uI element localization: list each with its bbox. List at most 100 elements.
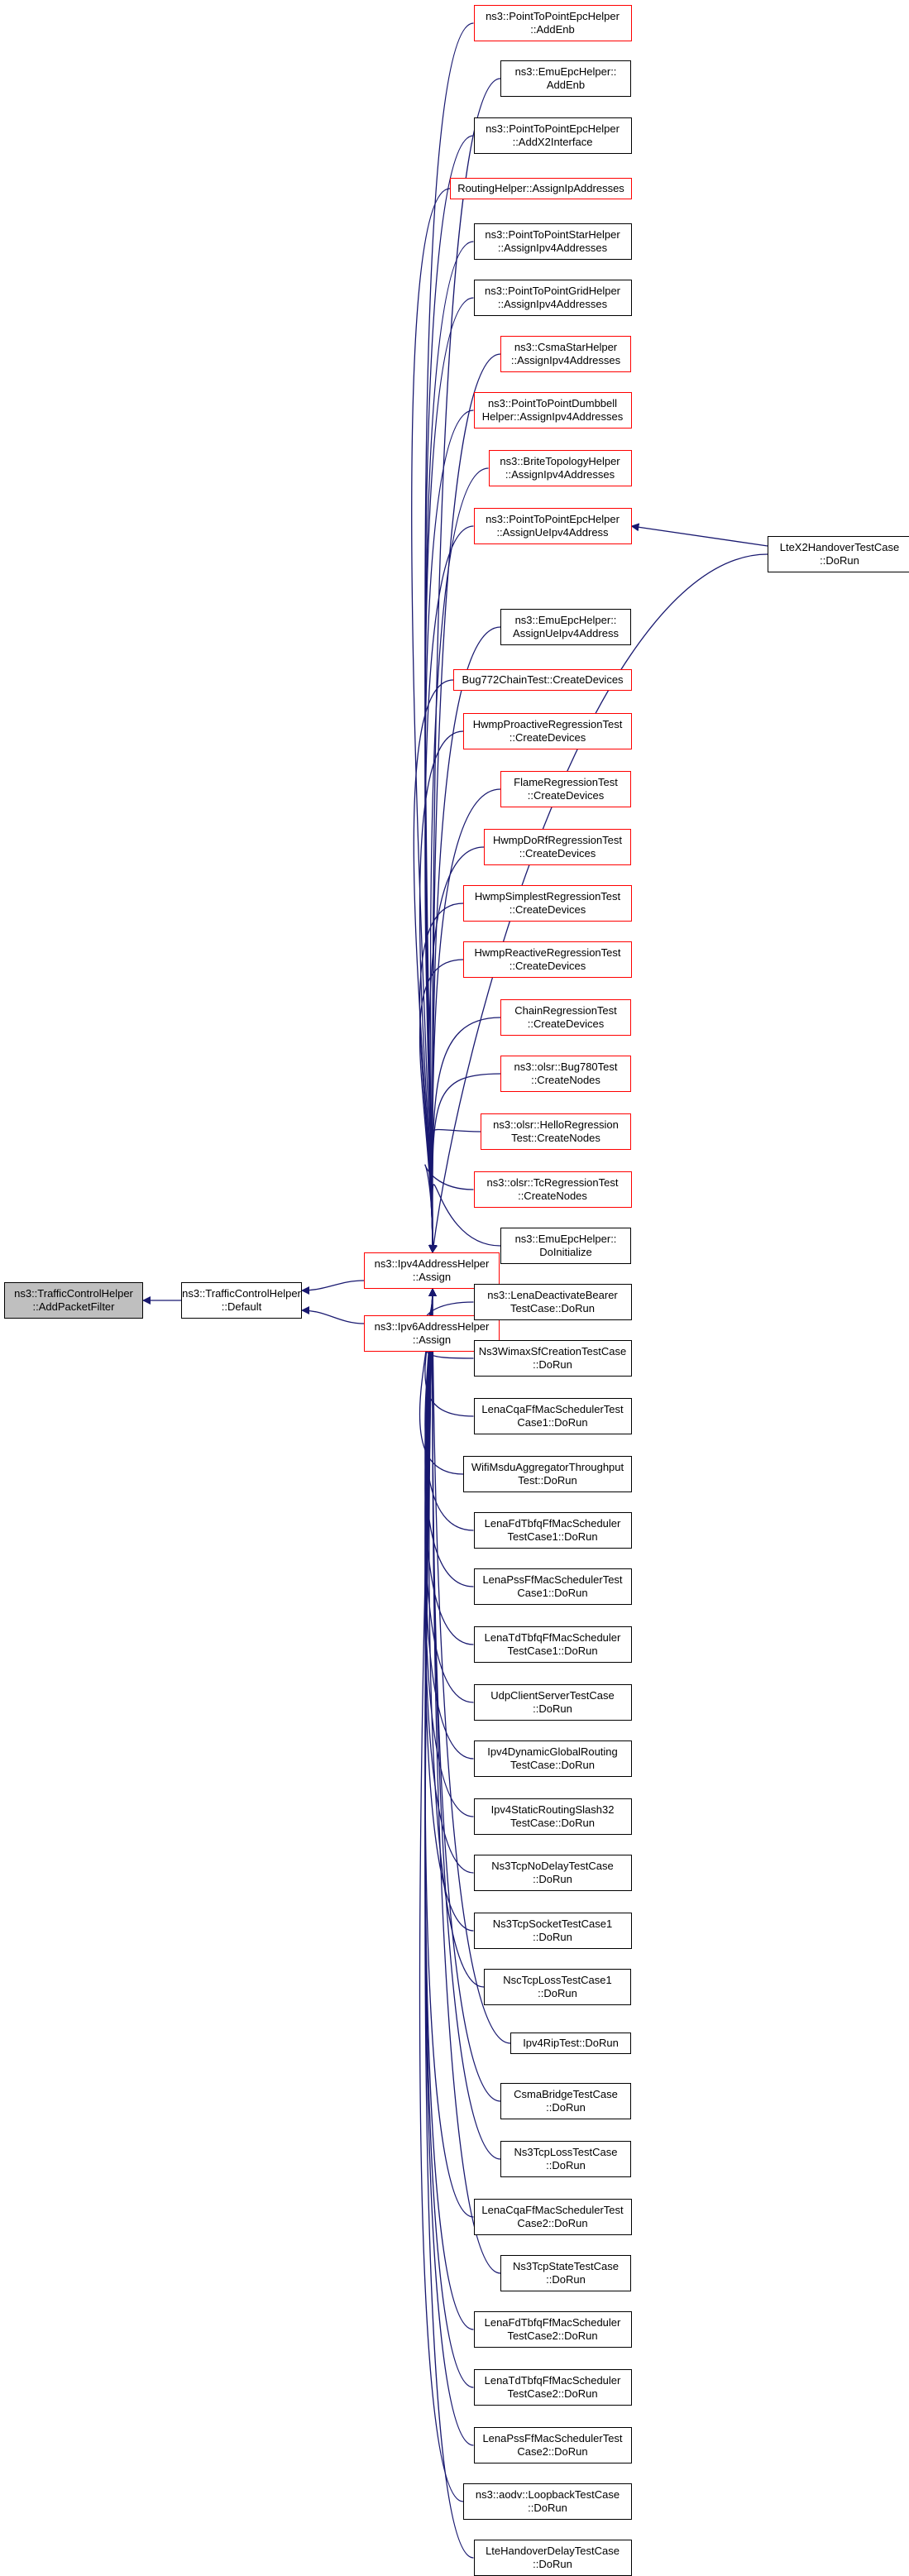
node-label-line: DoInitialize [539, 1246, 592, 1258]
node-label-line: ::Assign [412, 1271, 452, 1283]
node-hwmpsimplestregressiontest-createdevices[interactable]: HwmpSimplestRegressionTest::CreateDevice… [463, 885, 632, 922]
node-label-line: ::Assign [412, 1333, 452, 1346]
node-label-line: AssignUeIpv4Address [513, 627, 619, 639]
node-label-line: Test::DoRun [518, 1474, 577, 1487]
node-label-line: ::DoRun [533, 1873, 572, 1885]
node-label-line: Ipv4StaticRoutingSlash32 [490, 1803, 615, 1816]
node-label-line: ns3::TrafficControlHelper [14, 1287, 133, 1300]
node-label-line: ::DoRun [533, 1931, 572, 1943]
node-label-line: ns3::olsr::Bug780Test [514, 1061, 618, 1073]
node-label-line: Test::CreateNodes [511, 1132, 600, 1144]
node-ns3tcpnodelaytestcase-dorun: Ns3TcpNoDelayTestCase::DoRun [473, 1855, 632, 1891]
node-label-line: LenaFdTbfqFfMacScheduler [484, 1517, 621, 1530]
node-label-line: HwmpDoRfRegressionTest [492, 834, 623, 846]
node-label-line: ::AssignIpv4Addresses [497, 298, 608, 310]
node-label-line: LenaCqaFfMacSchedulerTest [481, 1403, 624, 1415]
node-chainregressiontest-createdevices[interactable]: ChainRegressionTest::CreateDevices [500, 999, 631, 1036]
node-label-line: ::DoRun [546, 2101, 586, 2114]
node-label-line: ::DoRun [820, 554, 859, 567]
node-ns3-pointtopointepchelper-addx2interface: ns3::PointToPointEpcHelper::AddX2Interfa… [473, 117, 632, 154]
node-label-line: ns3::Ipv6AddressHelper [374, 1320, 490, 1333]
node-label-line: ns3::LenaDeactivateBearer [487, 1289, 618, 1301]
node-bug772chaintest-createdevices[interactable]: Bug772ChainTest::CreateDevices [453, 669, 632, 691]
node-ns3-olsr-bug780test-createnodes[interactable]: ns3::olsr::Bug780Test::CreateNodes [500, 1056, 631, 1092]
edge-caller-to-ipv4assign [419, 1288, 464, 2502]
node-label-line: ns3::PointToPointStarHelper [485, 228, 620, 241]
node-label-line: RoutingHelper::AssignIpAddresses [457, 182, 624, 194]
node-label-line: ns3::aodv::LoopbackTestCase [475, 2488, 620, 2501]
node-ns3tcplosstestcase-dorun: Ns3TcpLossTestCase::DoRun [500, 2141, 631, 2177]
edge-caller-to-ipv4assign [428, 467, 489, 1253]
node-hwmpproactiveregressiontest-createdevices[interactable]: HwmpProactiveRegressionTest::CreateDevic… [463, 713, 632, 749]
node-label-line: CsmaBridgeTestCase [514, 2088, 618, 2100]
node-label-line: TestCase1::DoRun [507, 1645, 598, 1657]
node-hwmpdorfregressiontest-createdevices[interactable]: HwmpDoRfRegressionTest::CreateDevices [484, 829, 631, 865]
node-label-line: ::AddEnb [530, 23, 575, 36]
edge-caller-to-ipv4assign [428, 1288, 501, 2274]
edge-caller-to-ipv4assign [428, 846, 485, 1253]
node-label-line: AddEnb [546, 79, 586, 91]
node-ipv4riptest-dorun: Ipv4RipTest::DoRun [510, 2033, 631, 2054]
node-label-line: ::CreateNodes [531, 1074, 600, 1086]
node-label-line: LenaTdTbfqFfMacScheduler [484, 2374, 621, 2387]
node-label-line: TestCase1::DoRun [507, 1530, 598, 1543]
node-ns3-britetopologyhelper-assignipv4addresses[interactable]: ns3::BriteTopologyHelper::AssignIpv4Addr… [488, 450, 632, 486]
node-label-line: Case2::DoRun [517, 2217, 588, 2229]
node-ns3-pointtopointepchelper-addenb[interactable]: ns3::PointToPointEpcHelper::AddEnb [473, 5, 632, 41]
node-label-line: ns3::olsr::HelloRegression [493, 1118, 619, 1131]
node-label-line: HwmpProactiveRegressionTest [472, 718, 623, 730]
edge-caller-to-ipv4assign [428, 1184, 501, 1253]
node-label-line: ns3::EmuEpcHelper:: [514, 65, 617, 78]
node-ns3-aodv-loopbacktestcase-dorun: ns3::aodv::LoopbackTestCase::DoRun [463, 2483, 632, 2520]
node-ns3-pointtopointgridhelper-assignipv4addresses: ns3::PointToPointGridHelper::AssignIpv4A… [473, 280, 632, 316]
node-ipv4-assign[interactable]: ns3::Ipv4AddressHelper::Assign [364, 1252, 500, 1289]
node-label-line: HwmpSimplestRegressionTest [474, 890, 621, 903]
node-label-line: LteHandoverDelayTestCase [486, 2545, 620, 2557]
node-label-line: LenaCqaFfMacSchedulerTest [481, 2204, 624, 2216]
node-label-line: TestCase2::DoRun [507, 2329, 598, 2342]
node-label-line: Case1::DoRun [517, 1587, 588, 1599]
node-ns3-pointtopointepchelper-assignueipv4address[interactable]: ns3::PointToPointEpcHelper::AssignUeIpv4… [473, 508, 632, 544]
node-ns3-csmastarhelper-assignipv4addresses[interactable]: ns3::CsmaStarHelper::AssignIpv4Addresses [500, 336, 631, 372]
node-label-line: ns3::Ipv4AddressHelper [374, 1257, 490, 1270]
edge-ipv6assign-to-default [301, 1306, 365, 1324]
node-label-line: Bug772ChainTest::CreateDevices [462, 673, 624, 686]
edge-x2handover-to-assignueipv4address [630, 523, 768, 547]
edge-caller-to-ipv4assign [428, 1288, 511, 2044]
node-label-line: Ipv4RipTest::DoRun [523, 2037, 619, 2049]
node-label-line: ns3::TrafficControlHelper [182, 1287, 301, 1300]
node-ltehandoverdelaytestcase-dorun: LteHandoverDelayTestCase::DoRun [473, 2540, 632, 2576]
node-tch-default: ns3::TrafficControlHelper::Default [181, 1282, 302, 1319]
node-label-line: ns3::EmuEpcHelper:: [514, 1233, 617, 1245]
node-label-line: Ns3TcpStateTestCase [513, 2260, 619, 2272]
node-hwmpreactiveregressiontest-createdevices[interactable]: HwmpReactiveRegressionTest::CreateDevice… [463, 941, 632, 978]
node-flameregressiontest-createdevices[interactable]: FlameRegressionTest::CreateDevices [500, 771, 631, 807]
node-label-line: ::CreateDevices [519, 847, 596, 859]
node-lte-x2-handover: LteX2HandoverTestCase::DoRun [768, 536, 909, 572]
node-ns3-pointtopointstarhelper-assignipv4addresses: ns3::PointToPointStarHelper::AssignIpv4A… [473, 223, 632, 260]
node-label-line: TestCase::DoRun [510, 1302, 595, 1314]
edge-caller-to-ipv4assign [424, 1288, 474, 2559]
node-routinghelper-assignipaddresses[interactable]: RoutingHelper::AssignIpAddresses [450, 178, 632, 199]
node-label-line: ChainRegressionTest [514, 1004, 617, 1017]
node-ns3-olsr-tcregressiontest-createnodes[interactable]: ns3::olsr::TcRegressionTest::CreateNodes [473, 1171, 632, 1208]
node-label-line: ::DoRun [533, 2558, 572, 2570]
node-ns3-emuepchelper-doinitialize: ns3::EmuEpcHelper::DoInitialize [500, 1228, 631, 1264]
node-label-line: ::AssignIpv4Addresses [510, 354, 621, 366]
node-ns3tcpsockettestcase1-dorun: Ns3TcpSocketTestCase1::DoRun [473, 1913, 632, 1949]
edge-caller-to-ipv4assign [424, 1164, 474, 1253]
node-label-line: Ns3WimaxSfCreationTestCase [478, 1345, 627, 1357]
node-label-line: Ns3TcpSocketTestCase1 [492, 1918, 613, 1930]
node-label-line: ns3::PointToPointGridHelper [484, 285, 621, 297]
node-ipv6-assign[interactable]: ns3::Ipv6AddressHelper::Assign [364, 1315, 500, 1352]
